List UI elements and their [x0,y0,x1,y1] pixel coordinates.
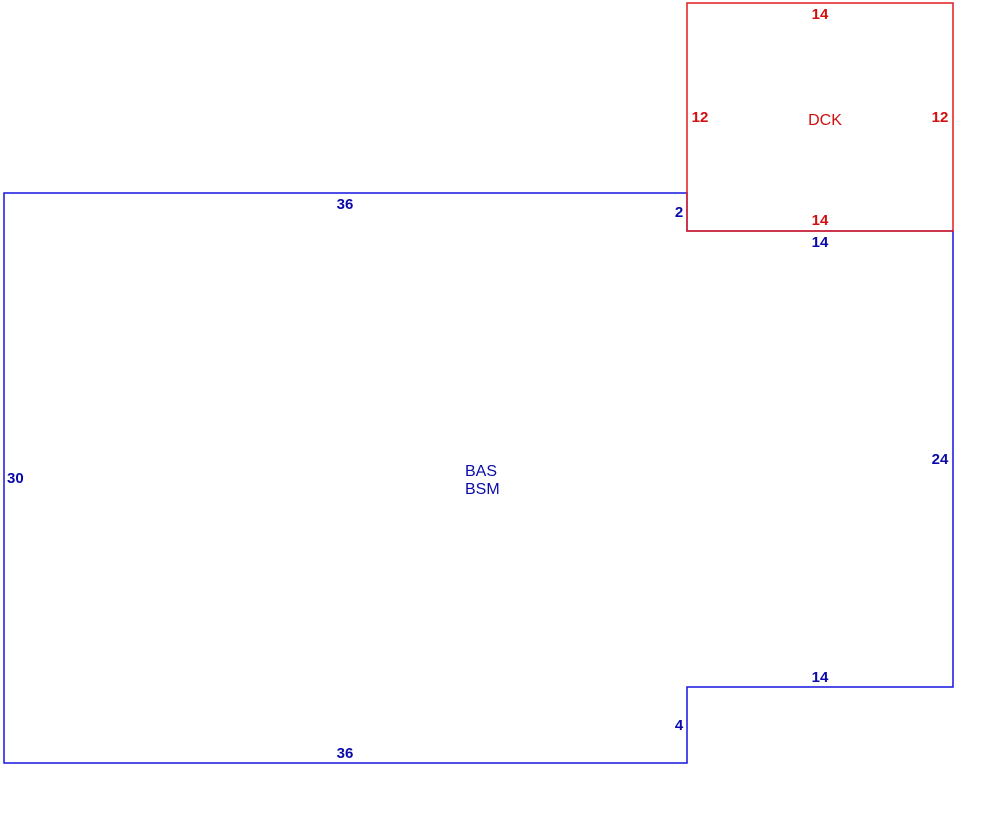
main-dim-top: 36 [337,196,354,213]
main-dim-bottom: 36 [337,745,354,762]
main-dim-upper-right: 14 [812,234,829,251]
main-dim-left: 30 [7,470,24,487]
deck-dim-left: 12 [692,109,709,126]
main-area-label-bas: BAS [465,463,497,480]
deck-dim-bottom: 14 [812,212,829,229]
deck-area-outline [686,2,954,232]
main-dim-right: 24 [932,451,949,468]
main-dim-lower-right: 14 [812,669,829,686]
main-area-label-bsm: BSM [465,481,500,498]
main-dim-bottom-right-step: 4 [675,717,684,734]
deck-dim-right: 12 [932,109,949,126]
main-dim-top-right-step: 2 [675,204,683,221]
deck-area-label: DCK [808,112,842,129]
deck-dim-top: 14 [812,6,829,23]
